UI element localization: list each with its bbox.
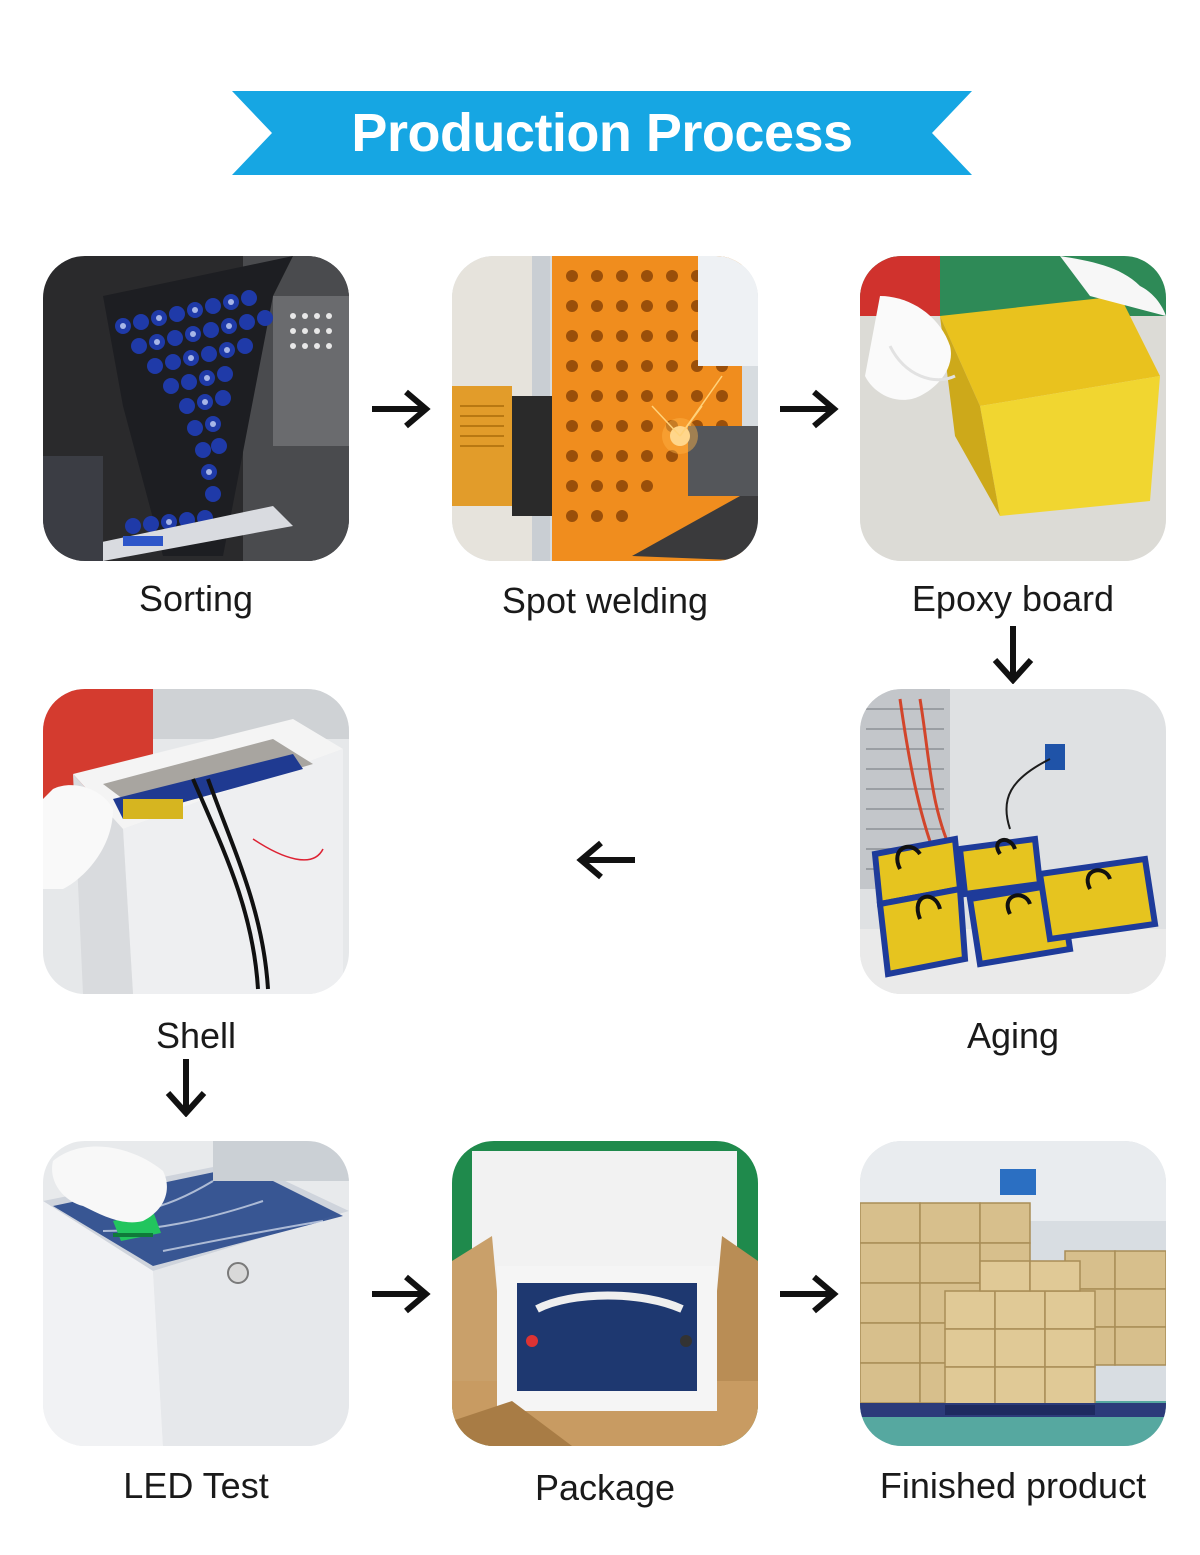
step-label: Sorting bbox=[138, 578, 254, 619]
step-led-test: LED Test bbox=[43, 1141, 349, 1506]
epoxy-board-photo bbox=[860, 256, 1166, 561]
step-spot-welding: Spot welding bbox=[452, 256, 758, 621]
ribbon-shape bbox=[232, 91, 972, 175]
spot-welding-photo bbox=[452, 256, 758, 561]
battery-shell-photo bbox=[43, 689, 349, 994]
step-label: Spot welding bbox=[501, 580, 709, 621]
arrow-down-icon bbox=[991, 624, 1035, 684]
step-package: Package bbox=[452, 1141, 758, 1508]
package-box-photo bbox=[452, 1141, 758, 1446]
arrow-right-icon bbox=[370, 1273, 432, 1315]
arrow-left-icon bbox=[575, 839, 637, 881]
step-label: Shell bbox=[155, 1015, 237, 1056]
step-label: Epoxy board bbox=[911, 578, 1115, 619]
step-label: Package bbox=[534, 1467, 676, 1508]
step-epoxy-board: Epoxy board bbox=[860, 256, 1166, 619]
step-label: Aging bbox=[966, 1015, 1060, 1056]
step-sorting: Sorting bbox=[43, 256, 349, 619]
step-finished-product: Finished product bbox=[860, 1141, 1166, 1506]
arrow-right-icon bbox=[370, 388, 432, 430]
finished-product-pallets-photo bbox=[860, 1141, 1166, 1446]
page-title: Production Process bbox=[351, 103, 853, 163]
battery-aging-photo bbox=[860, 689, 1166, 994]
arrow-down-icon bbox=[164, 1057, 208, 1117]
step-shell: Shell bbox=[43, 689, 349, 1056]
battery-cell-sorting-photo bbox=[43, 256, 349, 561]
step-label: Finished product bbox=[879, 1465, 1147, 1506]
arrow-right-icon bbox=[778, 1273, 840, 1315]
led-test-photo bbox=[43, 1141, 349, 1446]
arrow-right-icon bbox=[778, 388, 840, 430]
step-aging: Aging bbox=[860, 689, 1166, 1056]
step-label: LED Test bbox=[123, 1465, 269, 1506]
title-banner: Production Process bbox=[232, 91, 972, 175]
